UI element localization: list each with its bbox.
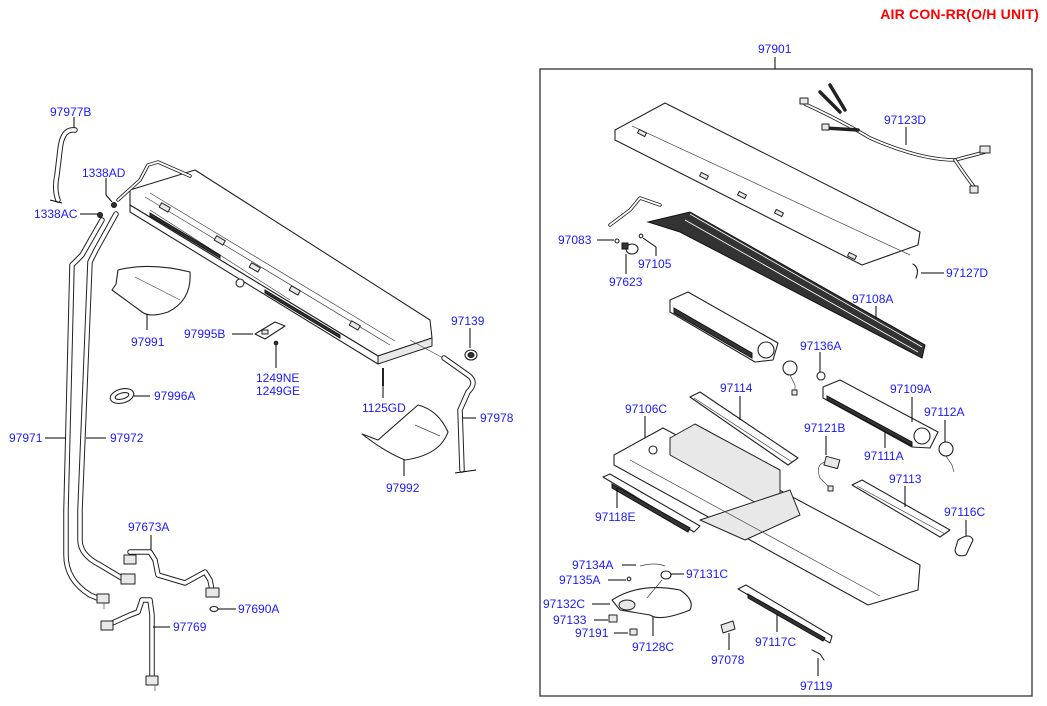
label-97991[interactable]: 97991 [131,335,165,349]
o-ring-97105 [638,233,644,239]
hose-97978 [409,339,477,474]
pad-97992 [361,404,449,461]
lamp-97128C [611,579,692,619]
grille-97113 [851,479,951,538]
cap-97139 [464,349,478,361]
label-97117C[interactable]: 97117C [755,635,796,649]
diagram-title: AIR CON-RR(O/H UNIT) [880,6,1039,22]
label-1125GD[interactable]: 1125GD [362,401,406,415]
label-97128C[interactable]: 97128C [632,640,674,654]
part-97191 [629,628,638,636]
bushing-97136A [816,371,826,381]
o-ring-97083 [614,238,620,244]
label-97127D[interactable]: 97127D [946,266,988,280]
label-97132C[interactable]: 97132C [543,597,585,611]
switch-97078 [720,620,736,634]
label-97123D[interactable]: 97123D [884,113,926,127]
cap-97116C [954,535,974,557]
blower-housing-upper [669,291,779,363]
label-97971[interactable]: 97971 [9,431,43,445]
label-97623[interactable]: 97623 [609,275,643,289]
label-97191[interactable]: 97191 [575,626,609,640]
label-1338AD[interactable]: 1338AD [82,166,126,180]
bulb-97135A [626,576,632,582]
grommet-97996A [109,388,135,404]
label-97978[interactable]: 97978 [480,411,514,425]
label-97135A[interactable]: 97135A [559,573,600,587]
label-97977B[interactable]: 97977B [50,105,91,119]
hose-97977B [49,127,78,204]
socket-97131C [660,570,672,580]
label-97972[interactable]: 97972 [110,431,144,445]
label-97083[interactable]: 97083 [558,233,592,247]
wire-97134A [639,563,666,567]
label-1249GE[interactable]: 1249GE [256,384,300,398]
clip-97119 [811,649,825,661]
label-97108A[interactable]: 97108A [852,292,893,306]
label-97119[interactable]: 97119 [800,679,833,693]
cover-panel [614,102,921,266]
clamp-1338AC [97,212,103,218]
pipe-97673A [123,549,220,598]
bracket-97995B [254,321,286,340]
label-97105[interactable]: 97105 [638,257,672,271]
label-97992[interactable]: 97992 [386,481,420,495]
label-97690A[interactable]: 97690A [238,602,279,616]
label-97113[interactable]: 97113 [889,472,922,486]
label-97106C[interactable]: 97106C [625,402,667,416]
sensor-97121B [818,455,841,492]
vent-97117C [737,584,833,644]
vent-97118E [602,473,701,533]
label-97111A[interactable]: 97111A [864,449,904,463]
label-97112A[interactable]: 97112A [924,405,964,419]
valve-97623 [621,242,639,255]
label-1249NE[interactable]: 1249NE [256,371,299,385]
label-97133[interactable]: 97133 [553,613,587,627]
overhead-unit-housing [116,160,433,365]
label-97136A[interactable]: 97136A [800,339,841,353]
label-97118E[interactable]: 97118E [595,510,635,524]
label-97139[interactable]: 97139 [451,314,485,328]
label-97995B[interactable]: 97995B [184,327,225,341]
grille-97114 [689,391,799,466]
evaporator-97108A [608,196,926,359]
label-97996A[interactable]: 97996A [154,389,195,403]
pipe-97972 [77,211,136,585]
motor-upper [782,360,798,396]
label-97078[interactable]: 97078 [711,653,745,667]
blower-housing-97109A [822,379,939,449]
label-97131C[interactable]: 97131C [686,567,728,581]
lower-housing-97106C [613,423,921,606]
knob-97133 [608,614,618,623]
label-1338AC[interactable]: 1338AC [34,207,78,221]
clip-97127D [912,263,919,279]
harness-97123D [799,83,991,194]
label-97134A[interactable]: 97134A [572,558,613,572]
label-97901[interactable]: 97901 [758,42,792,56]
label-97769[interactable]: 97769 [173,620,207,634]
motor-97112A [938,441,955,473]
o-ring-97690A [209,605,219,613]
pipe-97971 [63,217,110,609]
label-97114[interactable]: 97114 [720,381,753,395]
assembly-97901-frame [539,68,1033,697]
pipe-97769 [100,597,159,691]
label-97673A[interactable]: 97673A [128,520,169,534]
clamp-1338AD [111,202,117,208]
label-97116C[interactable]: 97116C [944,505,985,519]
pad-97991 [111,265,191,316]
label-97109A[interactable]: 97109A [890,382,931,396]
label-97121B[interactable]: 97121B [804,421,845,435]
